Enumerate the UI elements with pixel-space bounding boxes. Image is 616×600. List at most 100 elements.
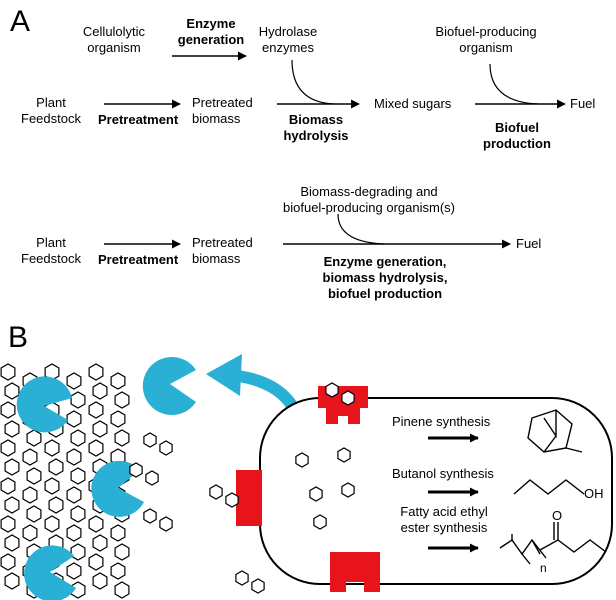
hydrolase-enzyme-2 xyxy=(91,460,144,517)
chain-sugar-ring xyxy=(44,477,60,495)
cellulolytic-organism-label: Cellulolytic organism xyxy=(82,24,146,55)
combined-process-label: Enzyme generation, biomass hydrolysis, b… xyxy=(322,254,448,301)
chain-sugar-ring xyxy=(22,524,38,542)
ester-repeat-n-label: n xyxy=(540,561,547,575)
curve-enzymes-join xyxy=(291,59,335,105)
pretreatment-label-2: Pretreatment xyxy=(98,252,179,267)
lignocellulose-chains xyxy=(0,363,130,599)
chain-sugar-ring xyxy=(4,534,20,552)
pretreated-biomass-label: Pretreated biomass xyxy=(192,95,253,126)
free-sugar-ring xyxy=(309,486,323,502)
free-sugar-ring xyxy=(341,390,355,406)
fuel-label: Fuel xyxy=(570,96,596,111)
chain-sugar-ring xyxy=(114,581,130,599)
chain-sugar-ring xyxy=(114,543,130,561)
transporter-bottom xyxy=(330,552,380,592)
fuel-label-2: Fuel xyxy=(516,236,542,251)
biofuel-producing-organism-label: Biofuel-producing organism xyxy=(435,24,537,55)
chain-sugar-ring xyxy=(0,401,16,419)
butanol-synthesis-label: Butanol synthesis xyxy=(392,466,494,481)
chain-sugar-ring xyxy=(88,553,104,571)
chain-sugar-ring xyxy=(70,467,86,485)
chain-sugar-ring xyxy=(110,562,126,580)
panel-b-label: B xyxy=(8,321,29,354)
chain-sugar-ring xyxy=(70,543,86,561)
curve-organism-join xyxy=(337,213,385,245)
chain-sugar-ring xyxy=(4,382,20,400)
chain-sugar-ring xyxy=(0,363,16,381)
free-sugar-ring xyxy=(143,508,157,524)
chain-sugar-ring xyxy=(66,486,82,504)
chain-sugar-ring xyxy=(0,439,16,457)
chain-sugar-ring xyxy=(0,477,16,495)
chain-sugar-ring xyxy=(22,486,38,504)
chain-sugar-ring xyxy=(92,382,108,400)
hydrolase-enzyme-free xyxy=(142,356,196,415)
chain-sugar-ring xyxy=(4,496,20,514)
hydrolase-enzyme-3 xyxy=(24,545,76,600)
curve-producer-join xyxy=(489,63,539,105)
chain-sugar-ring xyxy=(66,524,82,542)
ester-carbonyl-o-label: O xyxy=(552,508,563,523)
free-sugar-ring xyxy=(313,514,327,530)
biofuel-production-label: Biofuel production xyxy=(483,120,551,151)
chain-sugar-ring xyxy=(22,448,38,466)
free-sugar-ring xyxy=(325,382,339,398)
chain-sugar-ring xyxy=(26,505,42,523)
chain-sugar-ring xyxy=(66,372,82,390)
chain-sugar-ring xyxy=(110,524,126,542)
ester-synthesis-label: Fatty acid ethyl ester synthesis xyxy=(400,504,488,535)
chain-sugar-ring xyxy=(88,439,104,457)
free-sugar-ring xyxy=(235,570,249,586)
plant-feedstock-label-2: Plant Feedstock xyxy=(21,235,81,266)
chain-sugar-ring xyxy=(92,534,108,552)
free-sugar-ring xyxy=(295,452,309,468)
butanol-structure xyxy=(513,479,585,495)
free-sugar-ring xyxy=(143,432,157,448)
free-sugar-ring xyxy=(337,447,351,463)
mixed-sugars-label: Mixed sugars xyxy=(374,96,452,111)
chain-sugar-ring xyxy=(44,515,60,533)
pinene-structure xyxy=(527,409,583,453)
pretreated-biomass-label-2: Pretreated biomass xyxy=(192,235,253,266)
chain-sugar-ring xyxy=(4,458,20,476)
ester-structure xyxy=(499,522,607,565)
free-sugar-ring xyxy=(209,484,223,500)
plant-feedstock-label: Plant Feedstock xyxy=(21,95,81,126)
chain-sugar-ring xyxy=(110,410,126,428)
free-sugar-ring xyxy=(341,482,355,498)
chain-sugar-ring xyxy=(66,562,82,580)
combined-organism-label: Biomass-degrading and biofuel-producing … xyxy=(283,184,455,215)
chain-sugar-ring xyxy=(92,420,108,438)
chain-sugar-ring xyxy=(88,401,104,419)
chain-sugar-ring xyxy=(26,429,42,447)
secretion-arrowhead xyxy=(206,354,242,396)
chain-sugar-ring xyxy=(4,420,20,438)
free-sugar-ring xyxy=(251,578,265,594)
chain-sugar-ring xyxy=(70,429,86,447)
chain-sugar-ring xyxy=(0,515,16,533)
chain-sugar-ring xyxy=(110,372,126,390)
chain-sugar-ring xyxy=(70,391,86,409)
chain-sugar-ring xyxy=(66,448,82,466)
free-sugar-ring xyxy=(159,440,173,456)
chain-sugar-ring xyxy=(4,572,20,590)
chain-sugar-ring xyxy=(48,458,64,476)
chain-sugar-ring xyxy=(70,505,86,523)
butanol-oh-label: OH xyxy=(584,486,604,501)
free-sugar-ring xyxy=(159,516,173,532)
chain-sugar-ring xyxy=(92,572,108,590)
hydrolase-enzyme-1 xyxy=(16,376,72,433)
chain-sugar-ring xyxy=(114,429,130,447)
chain-sugar-ring xyxy=(44,439,60,457)
pretreatment-label: Pretreatment xyxy=(98,112,179,127)
panel-a-label: A xyxy=(10,5,31,38)
chain-sugar-ring xyxy=(66,410,82,428)
pinene-synthesis-label: Pinene synthesis xyxy=(392,414,491,429)
transporter-left xyxy=(236,470,262,526)
chain-sugar-ring xyxy=(114,391,130,409)
free-sugars xyxy=(129,382,355,594)
free-sugar-ring xyxy=(129,462,143,478)
chain-sugar-ring xyxy=(88,515,104,533)
